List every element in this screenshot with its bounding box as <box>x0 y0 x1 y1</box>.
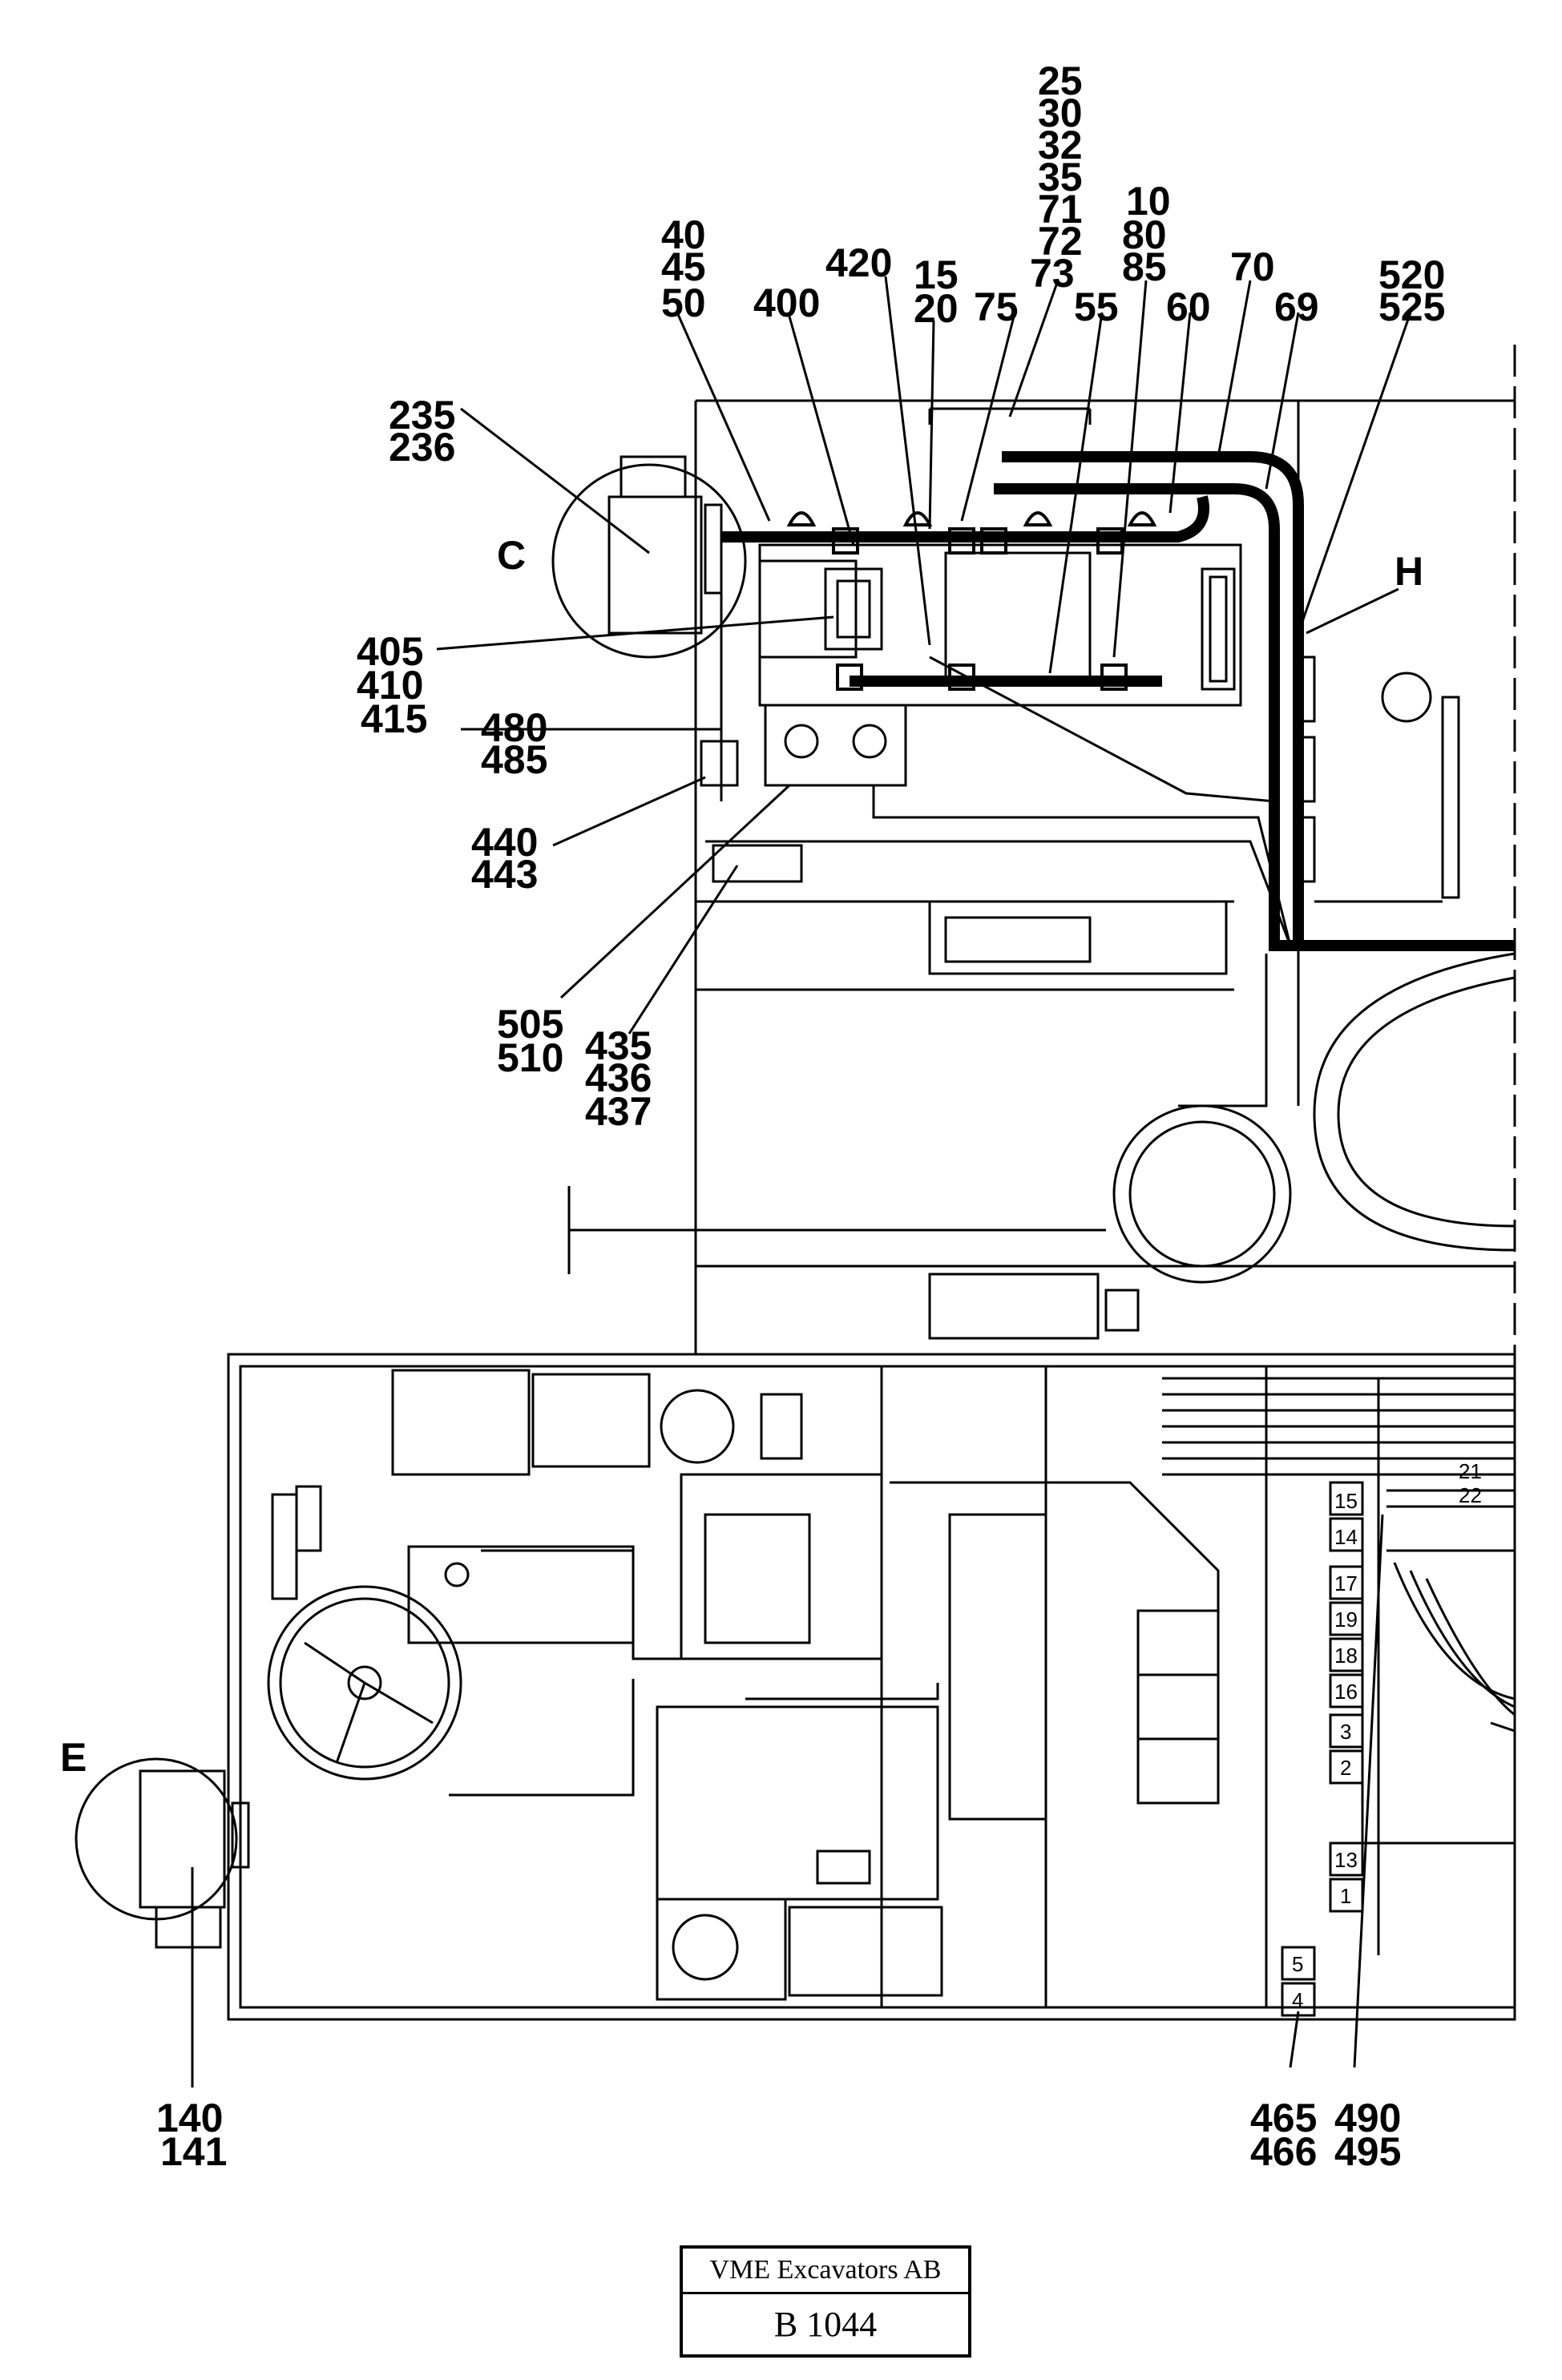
callout-55: 55 <box>1074 284 1119 329</box>
leader-lines <box>191 276 1412 2088</box>
callout-465: 465 <box>1250 2096 1317 2140</box>
terminal-4: 4 <box>1292 1988 1303 2012</box>
callout-140: 140 <box>156 2096 223 2140</box>
callout-40: 40 <box>661 212 706 257</box>
detail-e-label: E <box>60 1735 87 1780</box>
callout-50: 50 <box>661 280 706 325</box>
callout-510: 510 <box>497 1035 563 1080</box>
drawing-code: B 1044 <box>773 2305 878 2344</box>
callout-443: 443 <box>471 852 538 897</box>
callout-141: 141 <box>160 2129 227 2174</box>
terminal-22: 22 <box>1459 1483 1482 1507</box>
terminal-17: 17 <box>1334 1571 1358 1595</box>
callout-71: 71 <box>1038 187 1083 232</box>
callout-73: 73 <box>1030 251 1075 296</box>
terminal-16: 16 <box>1334 1680 1358 1704</box>
callout-466: 466 <box>1250 2129 1317 2174</box>
terminal-14: 14 <box>1334 1525 1358 1549</box>
callout-32: 32 <box>1038 123 1083 167</box>
callout-45: 45 <box>661 244 706 289</box>
callout-420: 420 <box>825 240 892 285</box>
terminal-18: 18 <box>1334 1644 1358 1668</box>
callout-35: 35 <box>1038 155 1083 200</box>
callout-495: 495 <box>1334 2129 1401 2174</box>
callout-70: 70 <box>1230 244 1275 289</box>
callout-410: 410 <box>357 663 423 708</box>
callout-30: 30 <box>1038 91 1083 135</box>
callout-labels: 25 30 32 35 71 72 73 10 80 85 40 45 50 4… <box>60 58 1445 2174</box>
callout-480: 480 <box>481 705 547 750</box>
callout-437: 437 <box>585 1089 652 1134</box>
engine-compartment <box>928 900 1516 1340</box>
callout-400: 400 <box>753 280 820 325</box>
callout-20: 20 <box>914 286 959 331</box>
callout-525: 525 <box>1378 284 1445 329</box>
terminal-5: 5 <box>1292 1952 1303 1976</box>
main-cables <box>721 451 1515 951</box>
side-fuses <box>1297 656 1460 903</box>
callout-485: 485 <box>481 737 547 782</box>
callout-440: 440 <box>471 820 538 865</box>
callout-85: 85 <box>1122 244 1167 289</box>
callout-490: 490 <box>1334 2096 1401 2140</box>
detail-c-label: C <box>497 533 526 578</box>
callout-405: 405 <box>357 629 423 674</box>
callout-436: 436 <box>585 1055 652 1100</box>
terminal-21: 21 <box>1459 1459 1482 1483</box>
callout-520: 520 <box>1378 252 1445 297</box>
relay-box <box>700 656 1292 946</box>
upper-frame <box>567 345 1516 1979</box>
terminal-2: 2 <box>1340 1756 1351 1780</box>
callout-435: 435 <box>585 1023 652 1068</box>
terminal-3: 3 <box>1340 1720 1351 1744</box>
callout-60: 60 <box>1166 284 1211 329</box>
detail-e <box>75 1757 250 1949</box>
callout-10: 10 <box>1126 179 1171 224</box>
callout-69: 69 <box>1274 284 1319 329</box>
callout-25: 25 <box>1038 58 1083 103</box>
callout-15: 15 <box>914 252 959 297</box>
terminal-13: 13 <box>1334 1848 1358 1872</box>
company-name: VME Excavators AB <box>683 2249 968 2294</box>
detail-c <box>551 455 747 801</box>
terminal-15: 15 <box>1334 1489 1358 1513</box>
callout-80: 80 <box>1122 212 1167 257</box>
lower-frame <box>227 1353 1516 2021</box>
callout-505: 505 <box>497 1002 563 1047</box>
terminal-1: 1 <box>1340 1884 1351 1908</box>
terminal-labels: 21 22 15 14 17 19 18 16 3 2 13 1 5 4 <box>1292 1459 1482 2012</box>
title-block: VME Excavators AB B 1044 <box>680 2245 971 2358</box>
detail-h-label: H <box>1394 549 1423 594</box>
terminal-blocks <box>1281 1481 1364 2017</box>
terminal-19: 19 <box>1334 1608 1358 1632</box>
callout-415: 415 <box>361 696 427 741</box>
callout-235: 235 <box>389 393 455 438</box>
callout-236: 236 <box>389 425 455 470</box>
battery-bank <box>758 543 1242 707</box>
callout-75: 75 <box>974 284 1019 329</box>
callout-72: 72 <box>1038 219 1083 264</box>
